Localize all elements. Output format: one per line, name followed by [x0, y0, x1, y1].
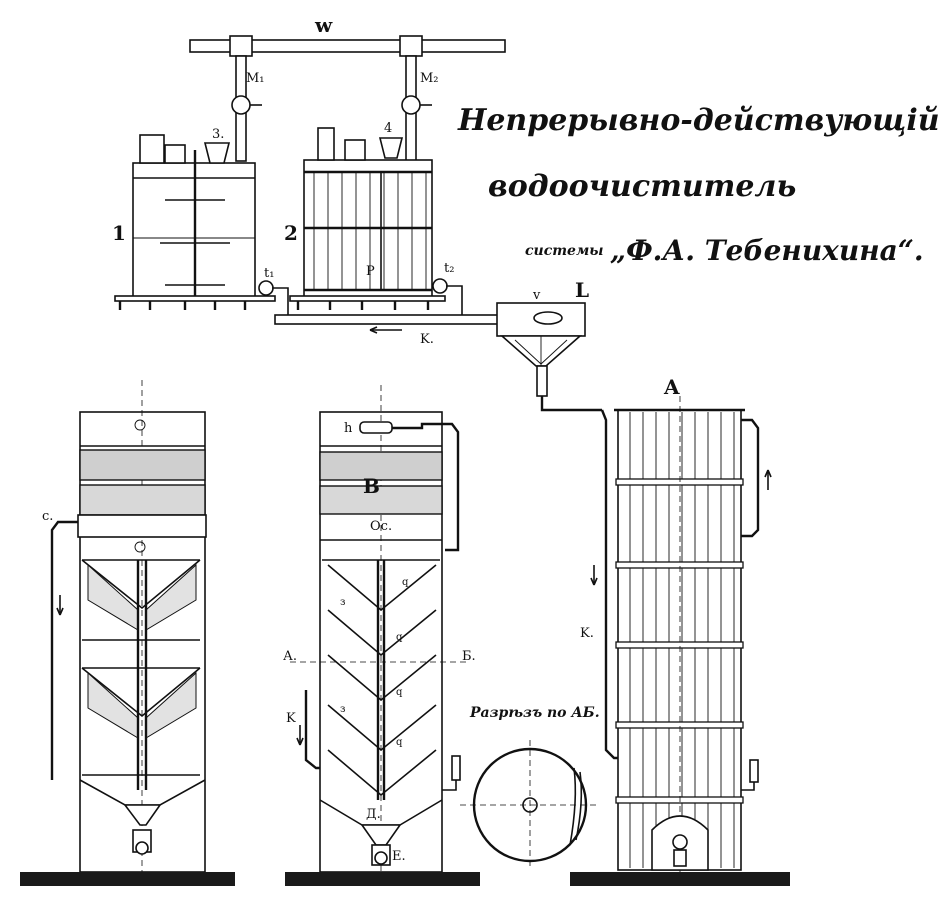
title-line-1: Непрерывно-действующій: [457, 103, 940, 138]
label-q2: q: [396, 632, 403, 643]
main-pipe-w: [189, 39, 506, 53]
support-feet: [118, 301, 430, 310]
top-assembly: w M₁ M₂ 3. 1: [112, 13, 602, 412]
label-n4: 4: [384, 121, 392, 136]
filter-bed-lower: [79, 484, 206, 516]
title-line-2: водоочиститель: [488, 169, 796, 204]
label-t1: t₁: [264, 266, 274, 281]
label-L: L: [575, 278, 589, 302]
label-w: w: [314, 13, 333, 37]
tap-t2: [432, 278, 448, 294]
reagent-hopper-3: [203, 142, 231, 164]
label-D: Д.: [366, 807, 381, 822]
label-p: P: [366, 264, 375, 279]
hoop-band: [615, 796, 744, 804]
pipe-fitting-m2: [399, 35, 423, 57]
label-oc: Oc.: [370, 519, 392, 534]
label-q1: q: [402, 577, 409, 588]
pipe-to-column-a: [540, 396, 602, 412]
float-h: [359, 421, 393, 434]
hoop-band: [615, 721, 744, 729]
tank2-staves: [313, 172, 427, 290]
label-n3: 3.: [212, 127, 224, 142]
label-A-sec: А.: [283, 649, 297, 664]
hoop-band: [615, 561, 744, 569]
column-a-staves: [629, 412, 735, 868]
mid-side-pipe: [392, 422, 460, 552]
label-k-top: K.: [420, 332, 434, 347]
label-E: E.: [392, 849, 406, 864]
label-tank-2: 2: [284, 221, 298, 245]
title-author: „Ф.А. Тебенихина“.: [610, 234, 924, 267]
title-system-word: системы: [525, 243, 604, 259]
label-t2: t₂: [444, 261, 454, 276]
ground-line: [20, 872, 790, 886]
cross-section-ab: Разрѣзъ по АБ.: [460, 705, 600, 870]
label-k-mid: K: [286, 711, 296, 726]
label-h: h: [344, 421, 353, 436]
mid-filter-bed-upper: [319, 451, 443, 481]
label-q4: q: [396, 737, 403, 748]
valve-m1: [231, 95, 251, 115]
label-c: c.: [42, 509, 53, 524]
column-a-bands: [615, 478, 744, 804]
mid-filter-bed-lower: [319, 485, 443, 515]
side-pipe-c: [50, 520, 78, 780]
section-caption: Разрѣзъ по АБ.: [469, 705, 600, 721]
valve-m2: [401, 95, 421, 115]
column-a-overflow-pipe: [741, 418, 760, 538]
label-m1: M₁: [246, 71, 265, 86]
tap-t1: [258, 280, 274, 296]
collector-pipe-k: [274, 314, 501, 325]
tank-2: 4 P: [303, 121, 433, 299]
tank1-motor: [139, 134, 165, 164]
label-A-big: A: [663, 375, 680, 399]
hoop-band: [615, 478, 744, 486]
label-B: B: [363, 474, 380, 498]
reagent-hopper-4: [378, 137, 404, 159]
label-q3: q: [396, 687, 403, 698]
filter-bed-upper: [79, 449, 206, 481]
label-z2: з: [340, 704, 345, 715]
hoop-band: [615, 641, 744, 649]
pipe-fitting-m1: [229, 35, 253, 57]
label-B-sec: Б.: [462, 649, 476, 664]
left-filter-column: c.: [42, 380, 207, 880]
inlet-pipe-k: [600, 409, 618, 760]
title-block: Непрерывно-действующій водоочиститель си…: [457, 103, 940, 267]
middle-filter-column: h B Oc. q з q q з q А. Б. Д. E. K: [283, 385, 476, 880]
label-z1: з: [340, 597, 345, 608]
label-m2: M₂: [420, 71, 439, 86]
label-v: v: [532, 288, 541, 303]
label-k-right: K.: [580, 626, 594, 641]
funnel-vessel-l: [496, 302, 586, 397]
label-tank-1: 1: [112, 221, 126, 245]
settling-column-a: A K.: [580, 375, 772, 880]
